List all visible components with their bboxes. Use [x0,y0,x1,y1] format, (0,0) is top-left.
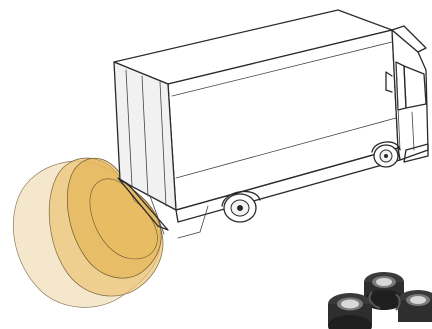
detection-zone-core [89,178,158,260]
truck-rear-bumper [117,177,169,231]
sensor-unit-2 [328,293,372,329]
truck-front-wheel [373,144,399,168]
sensor-unit-3 [398,290,432,322]
truck-chassis [175,147,401,223]
sensor-icon [328,272,432,329]
truck-icon [113,9,429,239]
detection-zones [12,157,164,308]
truck-rear-wheel [223,193,257,223]
